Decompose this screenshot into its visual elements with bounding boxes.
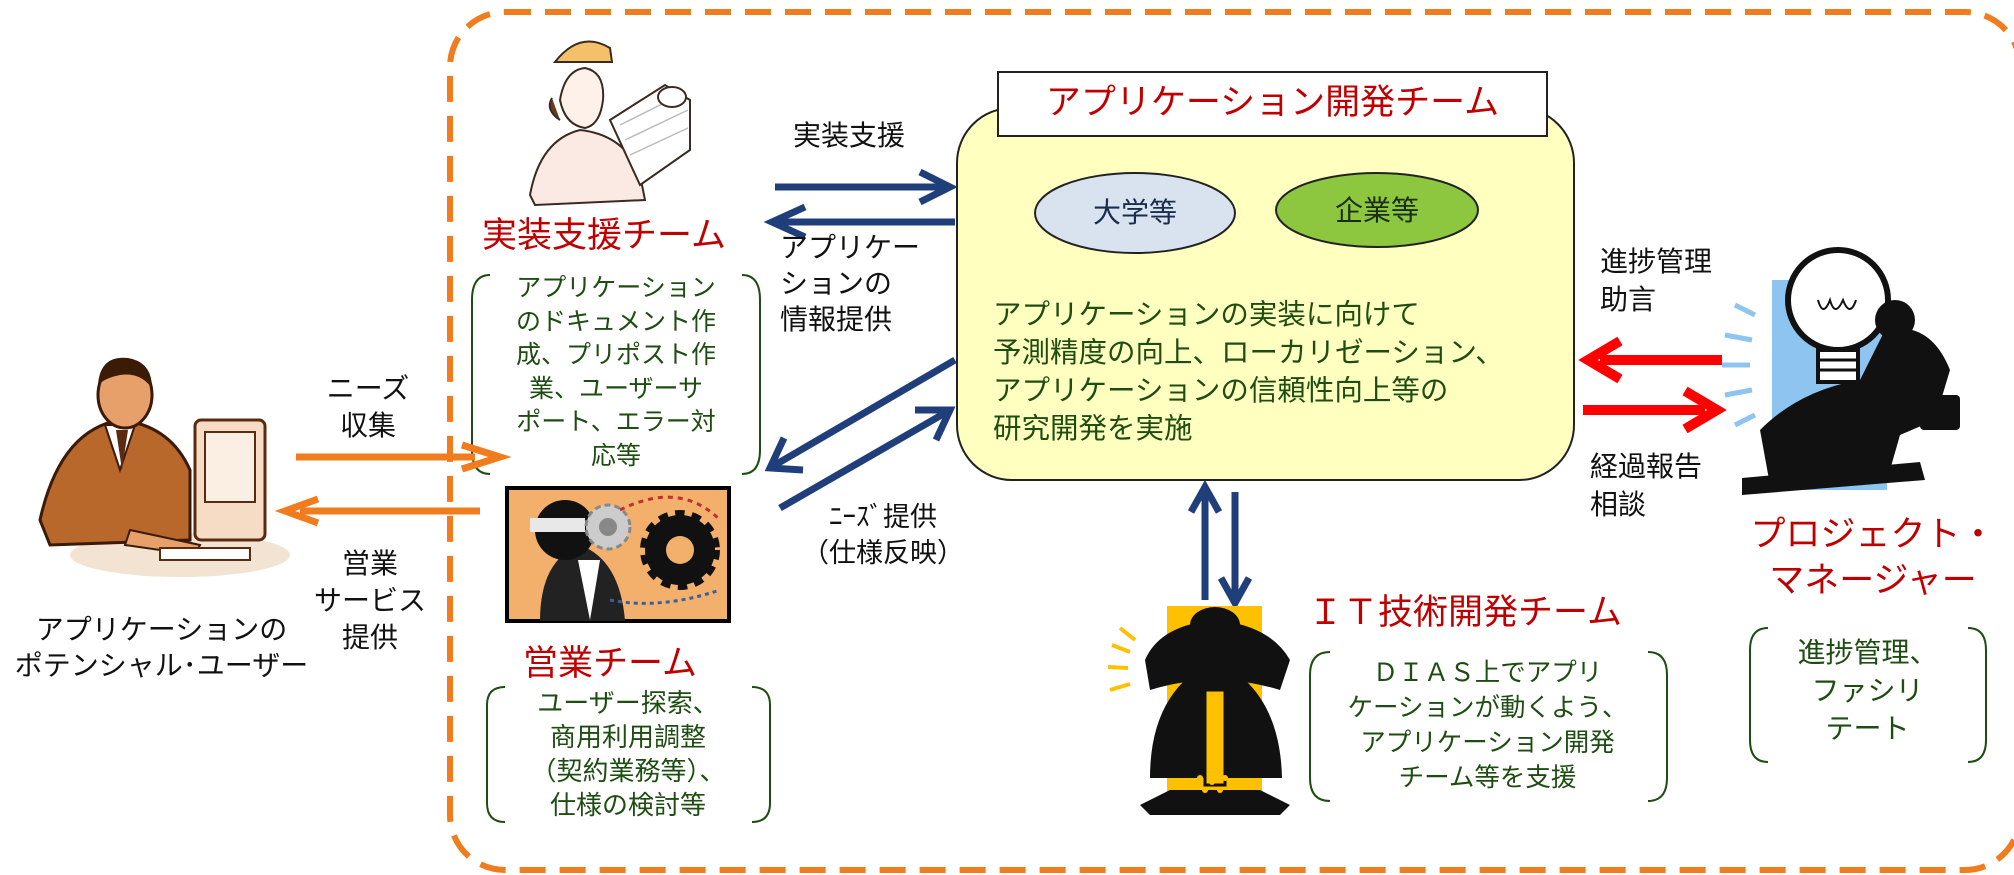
needs-collection-line-1: ニーズ xyxy=(326,372,410,405)
lightbulb-businessman-icon xyxy=(1722,247,1960,495)
impl-desc-line: 成、プリポスト作 xyxy=(515,340,716,369)
needs-provision-label: ﾆｰｽﾞ提供 （仕様反映） xyxy=(798,500,968,572)
app-info-line-3: 情報提供 xyxy=(780,303,893,336)
sales-desc-line: ユーザー探索、 xyxy=(537,689,719,719)
progress-report-line-1: 経過報告 xyxy=(1590,450,1703,483)
sales-team-title: 営業チーム xyxy=(523,644,697,684)
it-down-arrow xyxy=(1217,492,1253,611)
it-desc-line: アプリケーション開発 xyxy=(1360,728,1615,758)
potential-user-line-2: ポテンシャル･ユーザー xyxy=(14,649,309,682)
pm-desc: 進捗管理、 ファシリ テート xyxy=(1755,634,1980,748)
university-ellipse xyxy=(1034,172,1236,254)
gears-businessman-icon xyxy=(505,486,731,623)
pm-desc-line: テート xyxy=(1825,712,1910,745)
pm-title-line-1: プロジェクト・ xyxy=(1750,515,1996,555)
app-info-arrow xyxy=(763,203,955,241)
worker-with-jackhammer-icon xyxy=(1107,606,1290,815)
impl-support-label: 実装支援 xyxy=(793,119,906,152)
sales-service-line-1: 営業 xyxy=(341,547,398,580)
progress-report-line-2: 相談 xyxy=(1590,488,1647,521)
needs-provision-line-1: ﾆｰｽﾞ提供 xyxy=(829,502,937,533)
impl-desc-line: 応等 xyxy=(590,440,641,470)
potential-user-line-1: アプリケーションの xyxy=(35,613,288,646)
impl-support-arrow xyxy=(775,168,958,206)
impl-desc-line: ポート、エラー対 xyxy=(516,407,716,436)
pm-title-line-2: マネージャー xyxy=(1769,561,1977,601)
impl-desc-line: のドキュメント作 xyxy=(515,306,716,336)
pm-desc-line: ファシリ xyxy=(1811,674,1924,707)
architect-with-blueprints-icon xyxy=(528,40,691,207)
app-team-title-box xyxy=(997,71,1548,137)
pm-title: プロジェクト・ マネージャー xyxy=(1738,512,2008,604)
app-info-line-1: アプリケー xyxy=(780,231,921,264)
sales-service-line-2: サービス xyxy=(313,584,426,617)
sales-service-arrow xyxy=(274,495,480,527)
progress-advice-label: 進捗管理 助言 xyxy=(1600,243,1712,319)
sales-desc-line: 仕様の検討等 xyxy=(549,791,706,821)
sales-desc-line: （契約業務等）、 xyxy=(530,757,726,787)
sales-service-line-3: 提供 xyxy=(341,621,398,654)
impl-desc-line: アプリケーション xyxy=(516,273,716,302)
needs-collection-line-2: 収集 xyxy=(339,409,396,442)
pm-desc-line: 進捗管理、 xyxy=(1797,636,1938,669)
progress-report-label: 経過報告 相談 xyxy=(1590,448,1702,524)
sales-desc-line: 商用利用調整 xyxy=(549,723,706,753)
sales-team-desc-bracket xyxy=(486,686,771,823)
it-team-desc-bracket xyxy=(1309,651,1668,802)
app-team-desc: アプリケーションの実装に向けて 予測精度の向上、ローカリゼーション、 アプリケー… xyxy=(993,296,1504,448)
it-desc-line: チーム等を支援 xyxy=(1398,763,1577,793)
it-desc-line: ＤＩＡＳ上でアプリ xyxy=(1372,658,1603,688)
needs-provision-line-2: （仕様反映） xyxy=(802,538,964,569)
impl-team-desc-bracket xyxy=(471,274,761,475)
impl-team-desc: アプリケーション のドキュメント作 成、プリポスト作 業、ユーザーサ ポート、エ… xyxy=(480,271,752,472)
app-team-title: アプリケーション開発チーム xyxy=(1045,83,1500,123)
it-team-desc: ＤＩＡＳ上でアプリ ケーションが動くよう、 アプリケーション開発 チーム等を支援 xyxy=(1315,656,1660,796)
sales-team-desc: ユーザー探索、 商用利用調整 （契約業務等）、 仕様の検討等 xyxy=(495,687,761,823)
it-desc-line: ケーションが動くよう、 xyxy=(1347,693,1628,723)
upper-diagonal-arrow xyxy=(764,356,957,474)
progress-advice-arrow xyxy=(1578,336,1722,384)
needs-collection-label: ニーズ 収集 xyxy=(308,370,428,444)
it-team-title: ＩＴ技術開発チーム xyxy=(1308,593,1622,633)
impl-desc-line: 業、ユーザーサ xyxy=(528,373,703,403)
app-desc-line: アプリケーションの信頼性向上等の xyxy=(993,374,1449,407)
sales-service-label: 営業 サービス 提供 xyxy=(305,545,435,656)
progress-advice-line-1: 進捗管理 xyxy=(1600,245,1713,278)
needs-collection-arrow xyxy=(296,441,512,473)
pm-desc-bracket xyxy=(1749,627,1987,763)
needs-provision-arrow xyxy=(778,406,956,512)
progress-report-arrow xyxy=(1583,386,1727,434)
company-ellipse xyxy=(1275,172,1479,248)
company-label: 企業等 xyxy=(1334,194,1419,227)
organization-dashed-border xyxy=(447,9,2014,873)
app-desc-line: アプリケーションの実装に向けて xyxy=(993,298,1420,331)
progress-advice-line-2: 助言 xyxy=(1600,283,1657,316)
university-label: 大学等 xyxy=(1092,196,1177,229)
businessman-at-computer-icon xyxy=(38,357,290,577)
app-info-label: アプリケー ションの 情報提供 xyxy=(780,230,920,338)
potential-user-label: アプリケーションの ポテンシャル･ユーザー xyxy=(4,612,319,684)
app-desc-line: 予測精度の向上、ローカリゼーション、 xyxy=(993,336,1504,369)
impl-team-title: 実装支援チーム xyxy=(482,216,726,256)
app-desc-line: 研究開発を実施 xyxy=(993,412,1193,445)
app-info-line-2: ションの xyxy=(780,267,893,300)
it-up-arrow xyxy=(1187,479,1223,600)
